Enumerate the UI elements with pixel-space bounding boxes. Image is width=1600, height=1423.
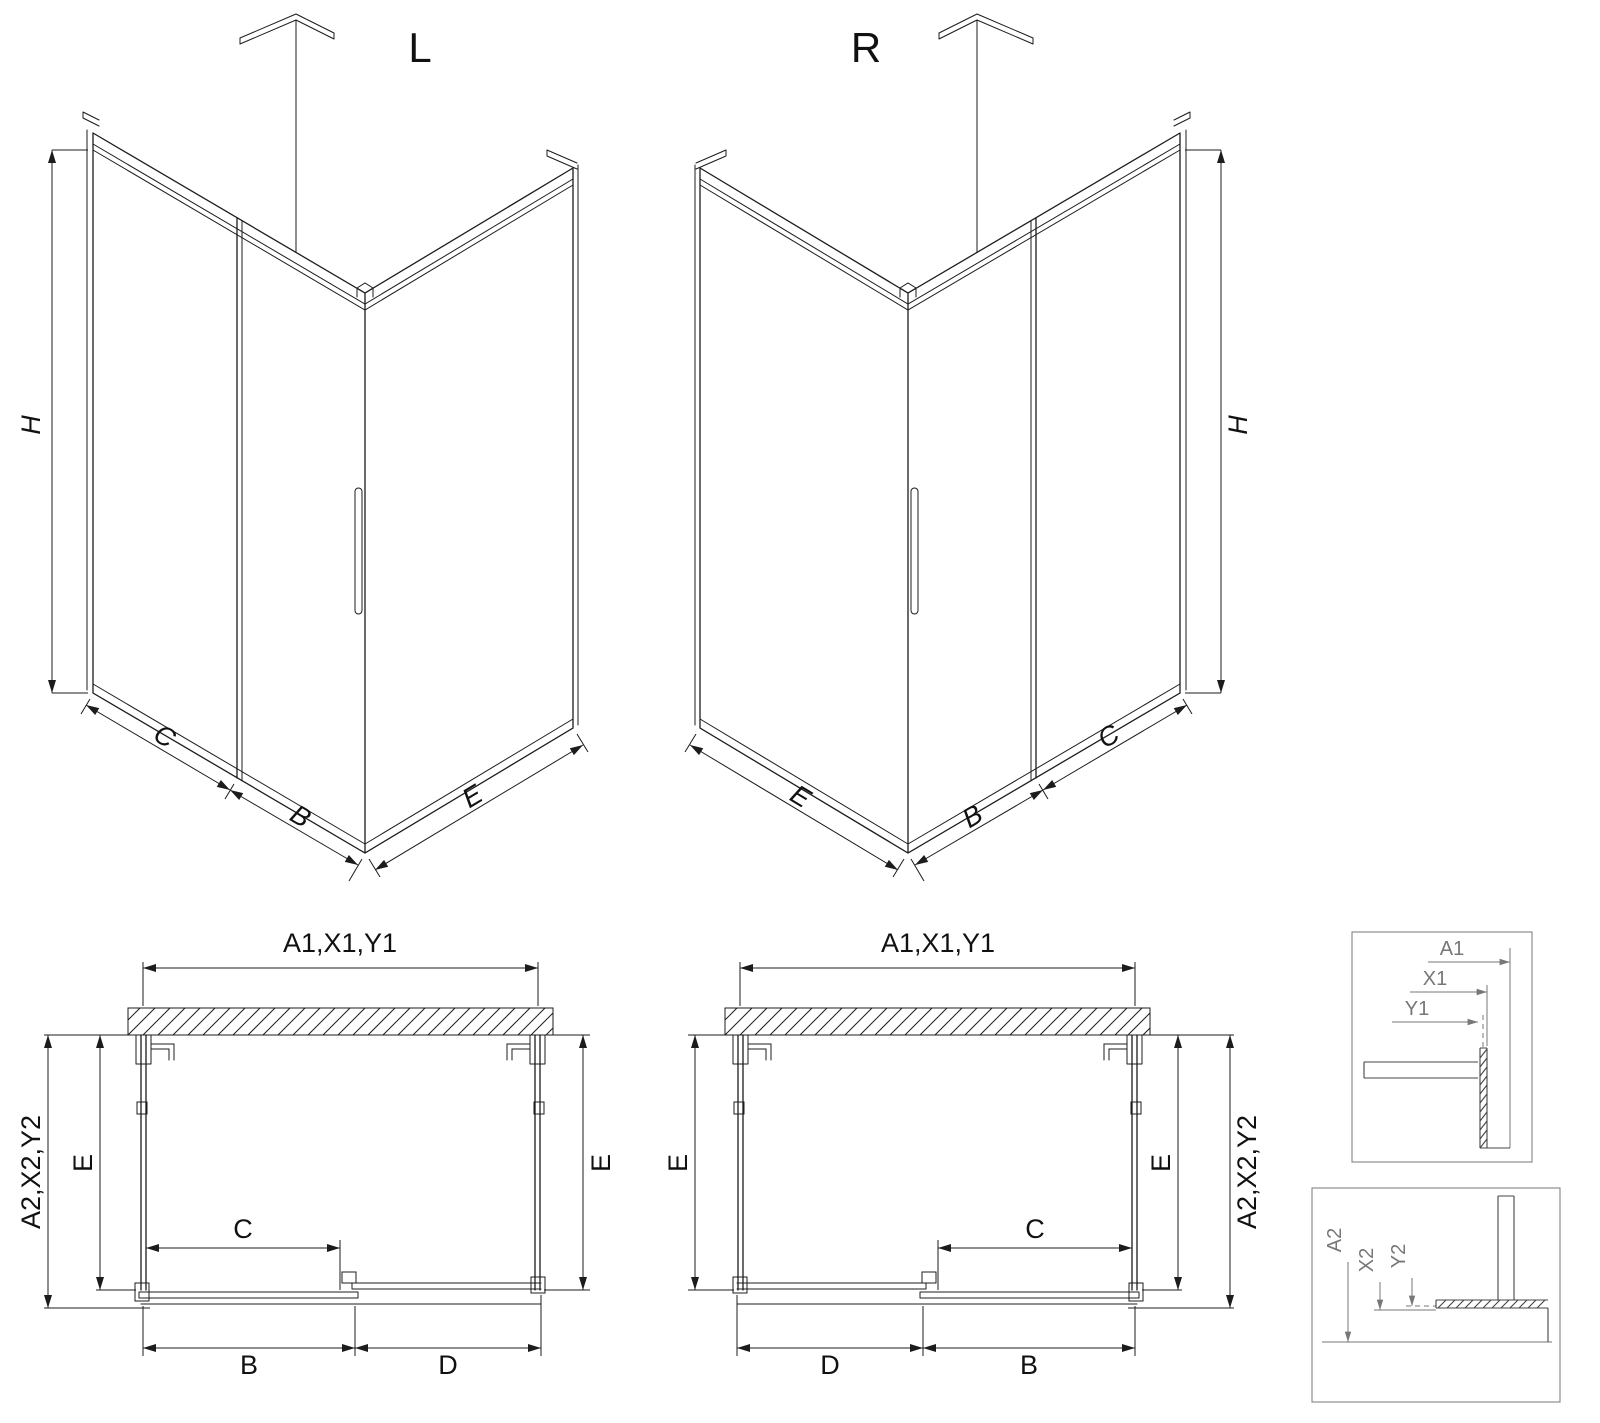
dim-label-b-right: B [957,799,988,834]
plan-dim-e-left-l: E [68,1154,98,1172]
detail-corner-bottom: A2 X2 Y2 [1311,1187,1561,1403]
detail-dim-a2: A2 [1324,1228,1346,1252]
dim-label-h-right: H [1223,415,1253,435]
dim-label-e-left: E [457,778,489,814]
detail-bottom-frame [1311,1187,1561,1403]
detail-dim-y2: Y2 [1388,1244,1410,1268]
iso-linework-left [48,14,588,881]
detail-corner-top: A1 X1 Y1 [1351,931,1533,1163]
plan-dim-c-right: C [1025,1214,1045,1244]
plan-dim-e-left-r: E [663,1154,693,1172]
plan-dim-d-left: D [438,1350,458,1380]
plan-dim-c-left: C [233,1214,253,1244]
view-label-left: L [408,24,431,71]
wall-hatch-right [724,1007,1151,1036]
plan-view-right: A1,X1,Y1 A2,X2,Y2 E E C B D [663,928,1262,1380]
dim-label-e-right: E [785,779,817,815]
plan-view-left: A1,X1,Y1 A2,X2,Y2 E E C B D [16,928,616,1380]
dim-label-b-left: B [285,799,316,834]
detail-top-frame [1351,931,1533,1163]
wall-hatch-left [127,1007,554,1036]
detail-dim-y1: Y1 [1405,998,1429,1020]
plan-dim-top-left: A1,X1,Y1 [283,928,397,958]
plan-dim-outer-left: A2,X2,Y2 [16,1115,46,1229]
iso-linework-right [685,14,1225,881]
iso-view-left: L H C B E [16,14,588,881]
plan-dim-top-right: A1,X1,Y1 [881,928,995,958]
dim-label-c-left: C [149,718,181,754]
detail-dim-x2: X2 [1356,1248,1378,1272]
detail-dim-a1: A1 [1440,938,1464,960]
detail-dim-x1: X1 [1423,968,1447,990]
plan-linework-left [44,962,590,1356]
plan-dim-e-right-r: E [1146,1154,1176,1172]
plan-dim-d-right: D [820,1350,840,1380]
dim-label-h-left: H [16,415,46,435]
view-label-right: R [851,24,881,71]
iso-view-right: R H C B E [685,14,1253,881]
dim-label-c-right: C [1092,718,1124,754]
plan-dim-b-right: B [1020,1350,1038,1380]
plan-dim-outer-right: A2,X2,Y2 [1232,1115,1262,1229]
plan-dim-b-left: B [240,1350,258,1380]
plan-dim-e-right-l: E [586,1154,616,1172]
